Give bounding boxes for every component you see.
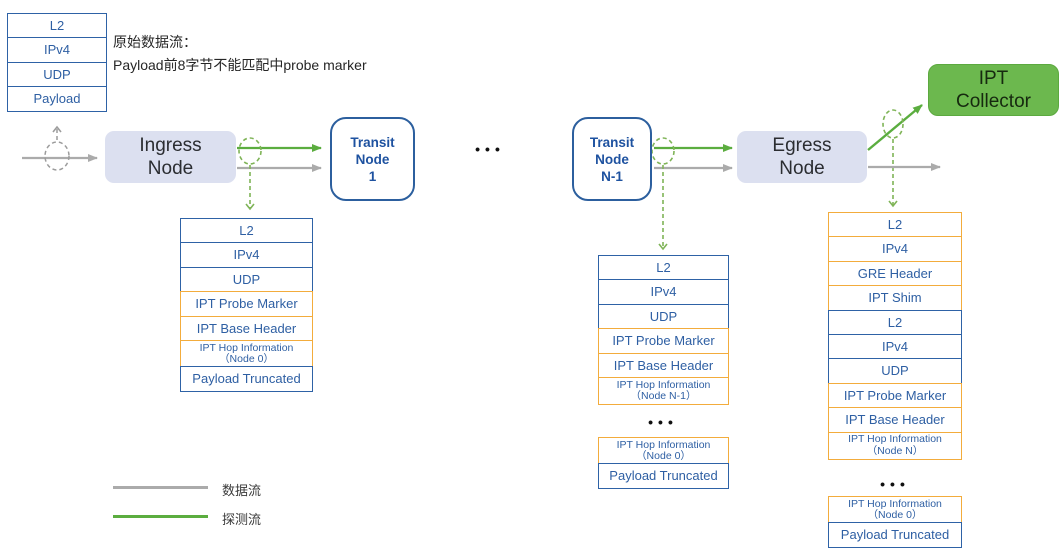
legend-label-probeflow: 探测流 — [222, 512, 262, 527]
stack-row: L2 — [828, 309, 962, 336]
stack-row: UDP — [598, 303, 729, 330]
stack-row: IPT Hop Information （Node N） — [828, 431, 962, 460]
stack-row: IPv4 — [7, 37, 107, 64]
stack-row: IPT Shim — [828, 285, 962, 312]
stack-row: IPv4 — [828, 236, 962, 263]
capture-circle-after-transitn1 — [651, 137, 675, 165]
capture-circle-after-ingress — [238, 137, 262, 165]
stack-row: IPT Base Header — [598, 352, 729, 379]
stack-row: IPT Probe Marker — [180, 291, 313, 318]
stack-row: IPv4 — [598, 279, 729, 306]
ellipsis-hop-info-right: ••• — [880, 476, 910, 492]
stack-row: IPv4 — [828, 334, 962, 361]
node-transit-1: Transit Node 1 — [330, 117, 415, 201]
node-ingress: Ingress Node — [105, 131, 236, 183]
stack-row: IPv4 — [180, 242, 313, 269]
stack-row: Payload — [7, 86, 107, 113]
stack-row: UDP — [7, 61, 107, 88]
stack-row: GRE Header — [828, 260, 962, 287]
stack-row: IPT Hop Information （Node 0） — [180, 340, 313, 369]
packet-stack-after-egress-top: L2 IPv4 GRE Header IPT Shim L2 IPv4 UDP … — [828, 212, 962, 460]
arrow-probeflow-egress-to-collector — [867, 104, 923, 151]
node-ipt-collector: IPT Collector — [928, 64, 1059, 116]
stack-row: UDP — [828, 358, 962, 385]
packet-stack-origin: L2 IPv4 UDP Payload — [7, 13, 107, 113]
stack-row: L2 — [828, 212, 962, 238]
stack-row: L2 — [598, 255, 729, 281]
legend-line-probeflow — [113, 515, 208, 518]
stack-row: IPT Probe Marker — [828, 382, 962, 409]
stack-row: IPT Hop Information （Node 0） — [828, 496, 962, 524]
packet-stack-after-transitn1-top: L2 IPv4 UDP IPT Probe Marker IPT Base He… — [598, 255, 729, 406]
ellipsis-transit-path: ••• — [475, 141, 505, 157]
stack-row: IPT Hop Information （Node N-1） — [598, 377, 729, 406]
node-transit-n-minus-1: Transit Node N-1 — [572, 117, 652, 201]
stack-row: Payload Truncated — [180, 366, 313, 393]
origin-flow-annotation: 原始数据流： Payload前8字节不能匹配中probe marker — [113, 34, 367, 73]
stack-row: IPT Base Header — [828, 407, 962, 434]
stack-row: L2 — [7, 13, 107, 39]
stack-row: Payload Truncated — [828, 522, 962, 549]
capture-circle-origin — [44, 141, 70, 171]
ellipsis-hop-info-middle: ••• — [648, 414, 678, 430]
stack-row: UDP — [180, 266, 313, 293]
stack-row: IPT Probe Marker — [598, 328, 729, 355]
packet-stack-after-transitn1-bottom: IPT Hop Information （Node 0） Payload Tru… — [598, 437, 729, 490]
stack-row: L2 — [180, 218, 313, 244]
stack-row: IPT Base Header — [180, 315, 313, 342]
packet-stack-after-egress-bottom: IPT Hop Information （Node 0） Payload Tru… — [828, 496, 962, 549]
stack-row: IPT Hop Information （Node 0） — [598, 437, 729, 465]
capture-circle-after-egress — [882, 109, 904, 139]
packet-stack-after-ingress: L2 IPv4 UDP IPT Probe Marker IPT Base He… — [180, 218, 313, 393]
legend-line-dataflow — [113, 486, 208, 489]
stack-row: Payload Truncated — [598, 463, 729, 490]
legend-label-dataflow: 数据流 — [222, 483, 262, 498]
node-egress: Egress Node — [737, 131, 867, 183]
